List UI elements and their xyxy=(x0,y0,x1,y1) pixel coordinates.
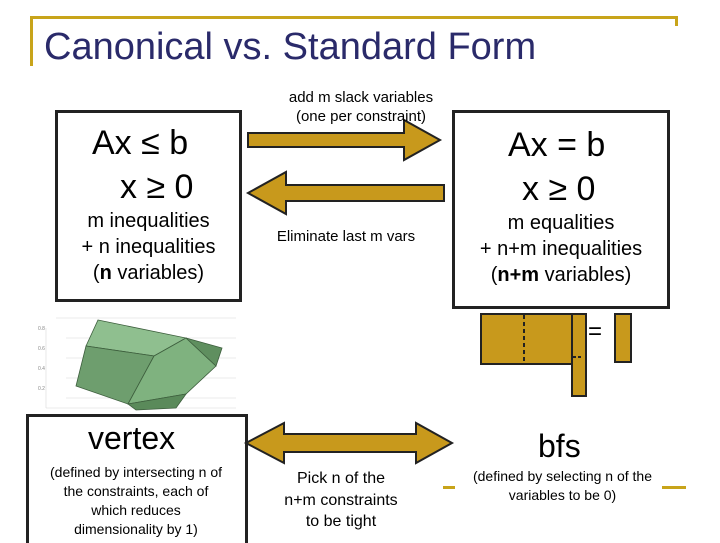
canonical-box xyxy=(55,110,242,302)
vertex-label: vertex xyxy=(88,420,176,456)
polytope-face-bottom xyxy=(127,393,187,411)
forward-arrow xyxy=(247,118,443,162)
svg-text:0.4: 0.4 xyxy=(38,366,45,372)
canonical-constraint: Ax ≤ b xyxy=(92,124,189,162)
matrix-b-vector xyxy=(614,313,632,363)
polytope-face-front xyxy=(127,337,217,405)
standard-desc-line2: + n+m inequalities xyxy=(479,238,643,260)
double-arrow xyxy=(243,421,455,465)
canonical-nonneg: x ≥ 0 xyxy=(120,168,194,206)
double-arrow-label: Pick n of the n+m constraints to be tigh… xyxy=(284,470,398,531)
polytope-plot: 0.8 0.6 0.4 0.2 xyxy=(36,308,246,414)
conversion-arrows xyxy=(245,118,445,216)
standard-desc-line1: m equalities xyxy=(507,212,615,234)
matrix-x-divider xyxy=(573,356,583,358)
matrix-dashed-dividers xyxy=(523,315,525,361)
canonical-description: m inequalities + n inequalities (n varia… xyxy=(58,208,239,286)
forward-arrow-label: add m slack variables (one per constrain… xyxy=(288,89,434,125)
title-right-tick xyxy=(675,16,678,26)
svg-text:0.6: 0.6 xyxy=(38,346,45,352)
title-top-rule xyxy=(30,16,678,19)
bfs-description: (defined by selecting n of the variables… xyxy=(472,468,652,503)
bfs-right-rule xyxy=(662,486,686,489)
vertex-box xyxy=(26,414,248,543)
backward-arrow-label: Eliminate last m vars xyxy=(276,228,416,245)
standard-desc-line3: (n+m variables) xyxy=(490,264,632,286)
canonical-desc-line1: m inequalities xyxy=(87,210,210,232)
page-title: Canonical vs. Standard Form xyxy=(44,26,537,68)
canonical-desc-line3: (n variables) xyxy=(92,262,205,284)
title-left-rule xyxy=(30,16,33,66)
svg-text:0.2: 0.2 xyxy=(38,386,45,392)
standard-constraint: Ax = b xyxy=(508,126,606,164)
backward-arrow xyxy=(245,170,445,216)
polytope-face-right xyxy=(185,337,223,367)
canonical-var-count: n xyxy=(99,262,112,284)
vertex-description: (defined by intersecting n of the constr… xyxy=(50,464,222,537)
standard-description: m equalities + n+m inequalities (n+m var… xyxy=(455,210,667,288)
matrix-equals-sign: = xyxy=(588,318,603,345)
matrix-x-vector xyxy=(571,313,587,397)
standard-box xyxy=(452,110,670,309)
standard-var-count: n+m xyxy=(497,264,540,286)
svg-text:0.8: 0.8 xyxy=(38,326,45,332)
bfs-left-tick xyxy=(443,486,455,489)
canonical-desc-line2: + n inequalities xyxy=(81,236,216,258)
standard-nonneg: x ≥ 0 xyxy=(522,170,596,208)
bfs-label: bfs xyxy=(538,428,581,464)
